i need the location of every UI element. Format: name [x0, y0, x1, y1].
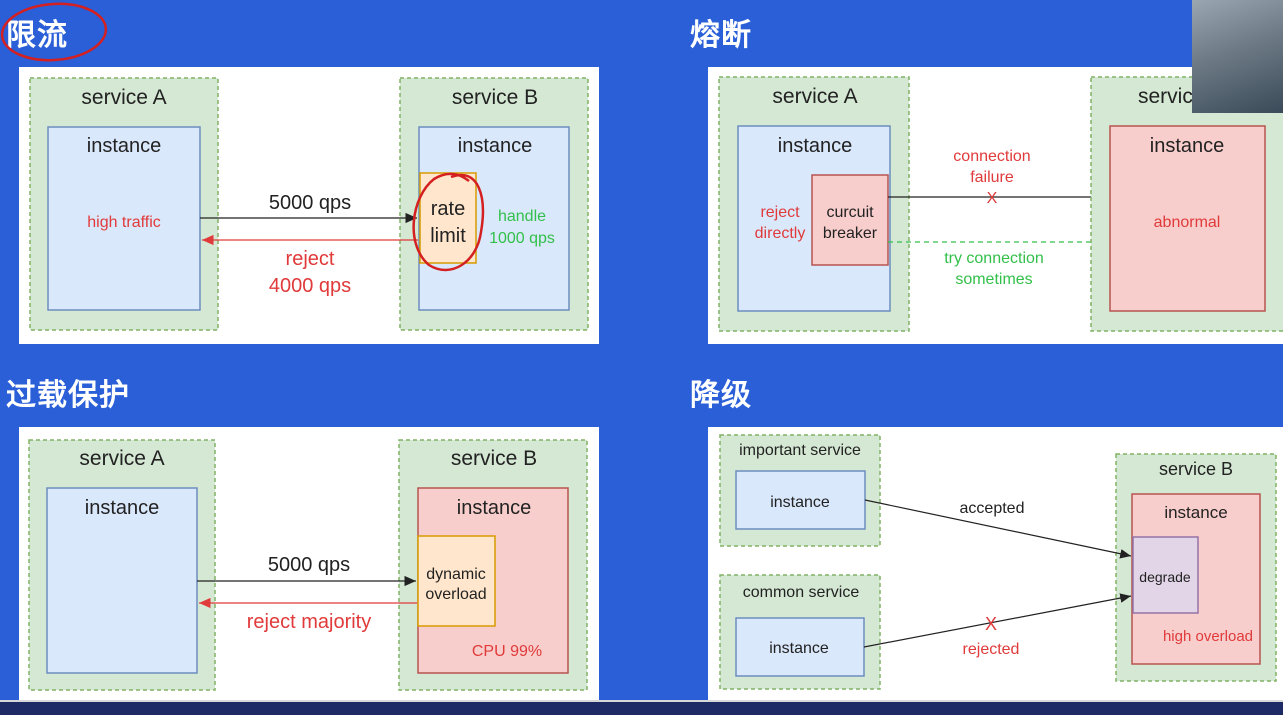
service-b-instance	[1109, 125, 1266, 312]
important-service-label: important service	[739, 442, 861, 459]
service-b-instance-label: instance	[1150, 135, 1225, 157]
accepted-arrow	[864, 499, 1132, 559]
handle-line1: handle	[498, 208, 546, 225]
accepted-label: accepted	[960, 500, 1025, 517]
service-a-label: service A	[79, 447, 164, 470]
reject-majority-label: reject majority	[247, 611, 371, 633]
try-connection-line2: sometimes	[955, 271, 1032, 288]
service-a-instance-label: instance	[87, 135, 162, 157]
footer-divider	[0, 700, 1283, 702]
degrade-panel: important service instance common servic…	[708, 427, 1283, 700]
abnormal-label: abnormal	[1154, 214, 1221, 231]
annotation-ellipse	[0, 2, 108, 62]
rate-limit-annotation-circle	[412, 172, 485, 272]
degrade-label: degrade	[1139, 569, 1191, 585]
webcam-overlay	[1192, 0, 1283, 113]
important-instance-label: instance	[770, 494, 830, 511]
service-a-label: service A	[81, 86, 166, 109]
reject-directly-line2: directly	[755, 225, 806, 242]
rejected-x-mark: X	[985, 614, 997, 634]
degrade-title: 降级	[690, 378, 752, 413]
important-instance	[735, 470, 866, 530]
dynamic-overload-box	[417, 535, 496, 627]
bottom-bar	[0, 702, 1283, 715]
cpu-label: CPU 99%	[472, 643, 542, 660]
service-b-label: service B	[452, 86, 538, 109]
circuit-breaker-title: 熔断	[690, 18, 752, 53]
connection-failure-line1: connection	[953, 148, 1030, 165]
service-a-label: service A	[772, 85, 857, 108]
service-a-instance-label: instance	[85, 497, 160, 519]
try-connection-line1: try connection	[944, 250, 1044, 267]
circuit-breaker-box	[811, 174, 889, 266]
rate-limit-title: 限流	[6, 18, 68, 53]
service-a-instance-label: instance	[778, 135, 853, 157]
connection-failure-line2: failure	[970, 169, 1014, 186]
watermark: @稀土掘金技术社区	[1112, 681, 1265, 701]
service-b-instance-label: instance	[457, 497, 532, 519]
common-service-label: common service	[743, 584, 860, 601]
service-b-label: service B	[1159, 459, 1233, 479]
rate-limit-panel: service A instance high traffic service …	[19, 67, 599, 344]
rate-limit-line2: limit	[430, 225, 466, 247]
overload-protection-panel: service A instance service B instance dy…	[19, 427, 599, 700]
breaker-line1: curcuit	[826, 204, 874, 221]
high-traffic-label: high traffic	[87, 214, 161, 231]
service-a-instance	[46, 487, 198, 674]
service-b-instance-label: instance	[458, 135, 533, 157]
reject-line1: reject	[286, 248, 335, 270]
rejected-arrow	[863, 593, 1132, 648]
service-b-instance-label: instance	[1164, 503, 1227, 522]
reject-line2: 4000 qps	[269, 275, 351, 297]
high-overload-label: high overload	[1163, 628, 1253, 645]
request-label: 5000 qps	[268, 554, 350, 576]
breaker-line2: breaker	[823, 225, 878, 242]
rejected-label: rejected	[963, 641, 1020, 658]
service-b-label: service B	[451, 447, 537, 470]
dynamic-overload-line1: dynamic	[426, 566, 486, 583]
handle-line2: 1000 qps	[489, 230, 555, 247]
circuit-breaker-panel: service A instance reject directly curcu…	[708, 67, 1283, 344]
degrade-box	[1132, 536, 1199, 614]
connection-x-mark: X	[987, 190, 998, 207]
rate-limit-line1: rate	[431, 198, 465, 220]
common-instance-label: instance	[769, 640, 829, 657]
overload-protection-title: 过载保护	[6, 378, 130, 413]
request-label: 5000 qps	[269, 192, 351, 214]
dynamic-overload-line2: overload	[425, 586, 486, 603]
reject-directly-line1: reject	[760, 204, 800, 221]
service-b-label: servic	[1138, 85, 1193, 108]
